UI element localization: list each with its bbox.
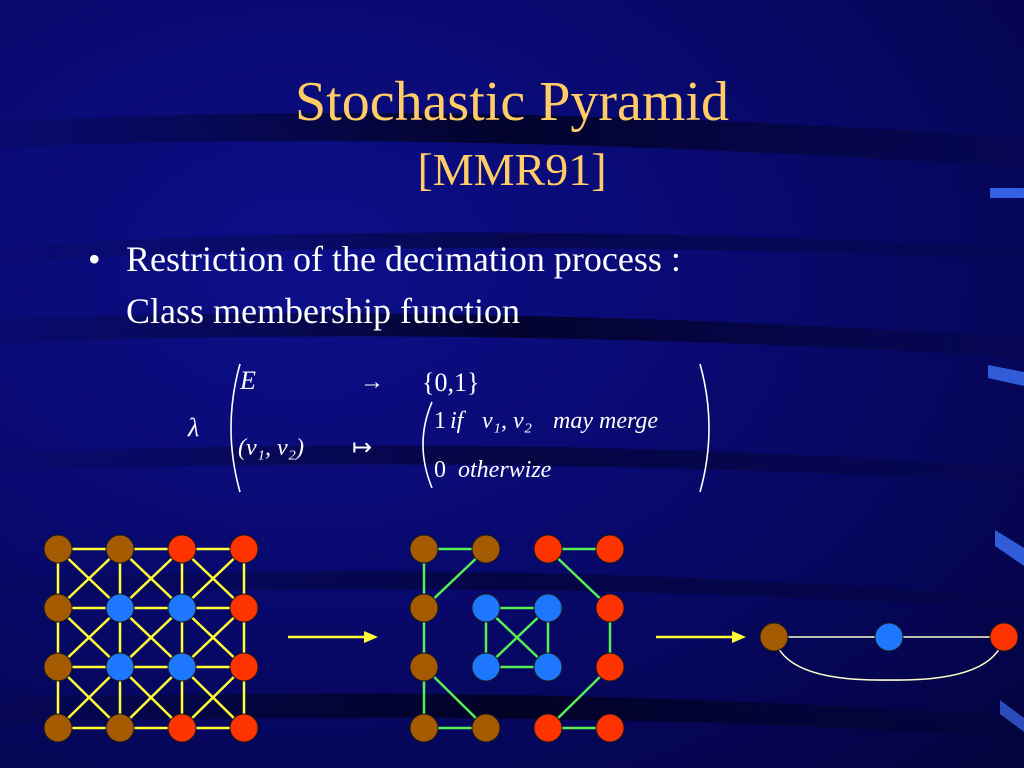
decimated-node-blue (533, 593, 563, 623)
grid-node-red (229, 713, 259, 743)
decimated-node-red (595, 593, 625, 623)
formula-case1-if: if (450, 408, 467, 434)
decimated-node-brown (409, 593, 439, 623)
region-edge-curved (773, 636, 1005, 681)
decimated-node-brown (409, 652, 439, 682)
grid-node-red (229, 534, 259, 564)
formula-left-paren (230, 363, 241, 493)
decimated-node-blue (471, 652, 501, 682)
grid-node-blue (105, 652, 135, 682)
grid-node-brown (43, 713, 73, 743)
grid-node-brown (105, 534, 135, 564)
region-node-brown (759, 622, 789, 652)
grid-node-red (229, 593, 259, 623)
formula-domain: E (239, 366, 256, 395)
region-node-red (989, 622, 1019, 652)
right-arrow-icon (732, 631, 746, 643)
grid-node-brown (43, 652, 73, 682)
decimated-node-red (595, 713, 625, 743)
decimated-node-brown (471, 713, 501, 743)
bullet-line-1: Restriction of the decimation process : (126, 239, 681, 279)
grid-node-blue (167, 593, 197, 623)
grid-node-blue (105, 593, 135, 623)
decimated-node-brown (409, 713, 439, 743)
decimated-node-brown (409, 534, 439, 564)
formula-case2-text: otherwize (458, 457, 552, 483)
formula-case1-vars: v₁, v₂ (482, 408, 532, 434)
formula-case1-text: may merge (553, 408, 658, 434)
formula-arrow-to: → (360, 369, 384, 395)
grid-node-red (167, 534, 197, 564)
formula-pair: (v₁, v₂) (238, 435, 304, 461)
grid-node-brown (43, 534, 73, 564)
grid-node-blue (167, 652, 197, 682)
slide-title: Stochastic Pyramid (295, 71, 729, 133)
grid-node-brown (105, 713, 135, 743)
decimated-node-red (595, 652, 625, 682)
decimated-node-blue (533, 652, 563, 682)
formula-case1-value: 1 (434, 408, 446, 434)
region-node-blue (874, 622, 904, 652)
decimated-node-red (533, 534, 563, 564)
bullet-marker: • (88, 239, 101, 279)
formula-case2-value: 0 (434, 457, 446, 483)
decimated-node-blue (471, 593, 501, 623)
slide-subtitle: [MMR91] (417, 144, 607, 195)
grid-node-red (229, 652, 259, 682)
decimated-node-brown (471, 534, 501, 564)
formula-lambda: λ (187, 413, 199, 442)
decimated-node-red (595, 534, 625, 564)
formula-right-paren (699, 363, 710, 493)
grid-node-brown (43, 593, 73, 623)
formula-codomain: {0,1} (422, 368, 479, 397)
decimated-node-red (533, 713, 563, 743)
right-arrow-icon (364, 631, 378, 643)
grid-node-red (167, 713, 197, 743)
formula-cases-paren (422, 401, 433, 489)
bullet-line-2: Class membership function (126, 291, 520, 331)
formula-arrow-mapsto: ↦ (352, 435, 372, 461)
